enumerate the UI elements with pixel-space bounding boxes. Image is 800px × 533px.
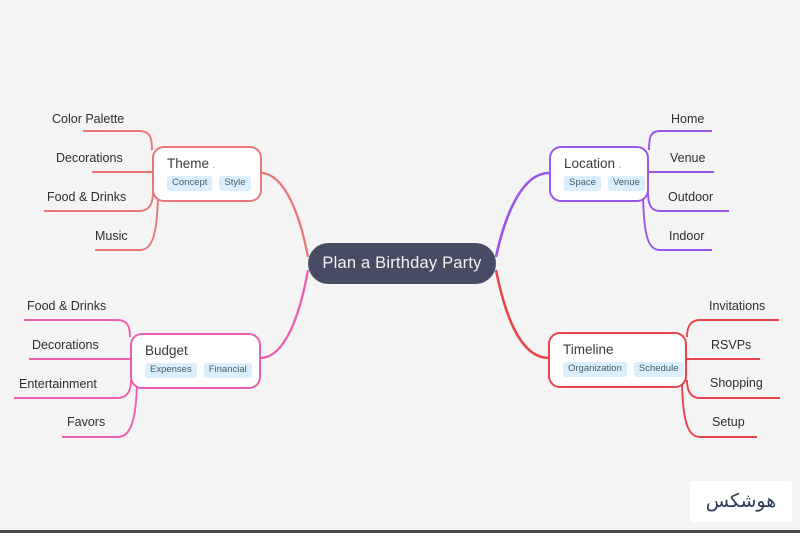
tag-row-budget: Expenses Financial <box>145 363 252 378</box>
tag-row-timeline: Organization Schedule <box>563 362 684 377</box>
leaf-timeline-rsvps[interactable]: RSVPs <box>711 338 752 352</box>
tag-timeline-1[interactable]: Schedule <box>633 362 684 377</box>
leaf-timeline-invitations[interactable]: Invitations <box>709 299 766 313</box>
edge-center-timeline <box>494 269 549 360</box>
tag-timeline-0[interactable]: Organization <box>563 362 627 377</box>
leaf-budget-decorations[interactable]: Decorations <box>32 338 99 352</box>
branch-title-budget: Budget <box>145 343 247 358</box>
tag-theme-1[interactable]: Style <box>219 176 251 191</box>
leaf-theme-food-drinks[interactable]: Food & Drinks <box>47 190 127 204</box>
leaf-timeline-shopping[interactable]: Shopping <box>710 376 763 390</box>
branch-node-timeline[interactable]: Timeline Organization Schedule <box>548 332 687 388</box>
branch-title-theme: Theme. <box>167 156 248 171</box>
branch-title-budget-dot <box>188 343 191 358</box>
branch-title-timeline-dot <box>614 342 617 357</box>
branch-node-location[interactable]: Location. Space Venue <box>549 146 649 202</box>
branch-title-theme-text: Theme <box>167 156 210 171</box>
branch-title-location-text: Location <box>564 156 616 171</box>
leaf-location-indoor[interactable]: Indoor <box>669 229 705 243</box>
leaf-theme-decorations[interactable]: Decorations <box>56 151 123 165</box>
tag-row-theme: Concept Style <box>167 176 251 191</box>
tag-location-0[interactable]: Space <box>564 176 601 191</box>
branch-title-theme-dot: . <box>212 156 216 171</box>
leaf-location-venue[interactable]: Venue <box>670 151 706 165</box>
leaf-budget-favors[interactable]: Favors <box>67 415 106 429</box>
leaf-location-outdoor[interactable]: Outdoor <box>668 190 714 204</box>
watermark-logo: هوشکس <box>690 481 792 522</box>
branch-title-location-dot: . <box>618 156 622 171</box>
branch-title-budget-text: Budget <box>145 343 188 358</box>
watermark-text: هوشکس <box>705 490 777 512</box>
leaf-theme-music[interactable]: Music <box>95 229 128 243</box>
leaf-budget-food-drinks[interactable]: Food & Drinks <box>27 299 107 313</box>
branch-title-timeline: Timeline <box>563 342 673 357</box>
edge-budget-food-drinks <box>24 319 131 338</box>
edge-timeline-setup <box>681 383 757 438</box>
edge-budget-favors <box>62 383 138 438</box>
tag-theme-0[interactable]: Concept <box>167 176 213 191</box>
leaf-budget-entertainment[interactable]: Entertainment <box>19 377 97 391</box>
branch-node-theme[interactable]: Theme. Concept Style <box>152 146 262 202</box>
edge-center-location <box>494 171 550 258</box>
tag-budget-0[interactable]: Expenses <box>145 363 197 378</box>
edge-location-home <box>648 130 712 151</box>
tag-budget-1[interactable]: Financial <box>203 363 252 378</box>
tag-location-1[interactable]: Venue <box>607 176 645 191</box>
edge-center-theme <box>261 171 310 258</box>
central-node-label: Plan a Birthday Party <box>322 254 482 272</box>
central-node[interactable]: Plan a Birthday Party <box>308 243 496 284</box>
leaf-location-home[interactable]: Home <box>671 112 705 126</box>
branch-title-location: Location. <box>564 156 635 171</box>
branch-node-budget[interactable]: Budget Expenses Financial <box>130 333 261 389</box>
edge-center-budget <box>260 269 310 360</box>
edge-timeline-invitations <box>686 319 779 338</box>
edge-theme-color-palette <box>83 130 153 151</box>
branch-title-timeline-text: Timeline <box>563 342 614 357</box>
tag-row-location: Space Venue <box>564 176 645 191</box>
leaf-timeline-setup[interactable]: Setup <box>712 415 745 429</box>
leaf-theme-color-palette[interactable]: Color Palette <box>52 112 125 126</box>
